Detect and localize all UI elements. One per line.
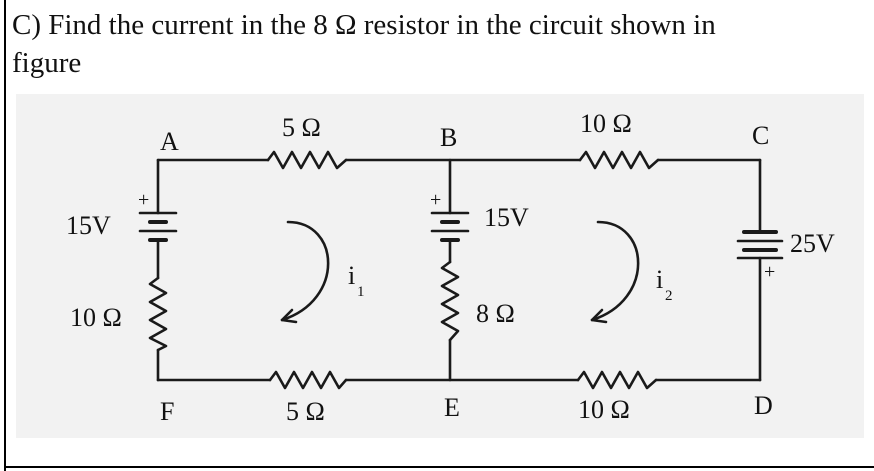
loop-arrow-i2-head (590, 308, 608, 324)
resistor-label-fe: 5 Ω (286, 397, 325, 426)
node-label-d: D (754, 391, 773, 420)
plus-sign-right: + (764, 261, 775, 283)
source-label-right: 25V (790, 229, 835, 258)
source-label-middle: 15V (484, 203, 529, 232)
content-frame (4, 0, 874, 471)
loop-label-i1-sub: 1 (357, 284, 365, 300)
node-label-e: E (444, 393, 460, 422)
resistor-label-ab: 5 Ω (282, 113, 321, 142)
source-label-left: 15V (66, 211, 111, 240)
plus-sign-middle: + (430, 189, 441, 211)
battery-right (736, 230, 784, 260)
circuit-figure: A B C D E F 5 Ω 10 Ω 10 Ω 5 Ω 8 Ω 10 Ω 1… (16, 94, 864, 438)
node-label-b: B (440, 123, 457, 152)
resistor-ed (576, 370, 658, 390)
resistor-label-bc: 10 Ω (580, 109, 632, 138)
node-label-c: C (752, 121, 769, 150)
bottom-divider (4, 466, 874, 468)
question-line-2: figure (12, 47, 82, 79)
question-line-1: C) Find the current in the 8 Ω resistor … (12, 9, 716, 41)
node-label-f: F (160, 397, 174, 426)
resistor-label-ed: 10 Ω (578, 395, 630, 424)
resistor-bc (578, 150, 660, 170)
battery-middle (430, 211, 470, 242)
question-text: C) Find the current in the 8 Ω resistor … (12, 6, 872, 82)
node-label-a: A (160, 127, 179, 156)
resistor-label-af: 10 Ω (70, 303, 122, 332)
loop-label-i2: i (656, 265, 663, 294)
resistor-af (148, 276, 168, 352)
loop-arrow-i1-head (280, 308, 298, 324)
resistor-fe (268, 370, 348, 390)
loop-arrow-i2 (590, 220, 640, 322)
battery-left (138, 211, 178, 242)
loop-arrow-i1 (280, 220, 330, 322)
plus-sign-left: + (138, 189, 149, 211)
loop-label-i1: i (348, 261, 355, 290)
loop-label-i2-sub: 2 (665, 288, 673, 304)
resistor-be (440, 260, 460, 342)
circuit-diagram: A B C D E F 5 Ω 10 Ω 10 Ω 5 Ω 8 Ω 10 Ω 1… (66, 109, 835, 426)
resistor-ab (266, 150, 348, 170)
resistor-label-be: 8 Ω (476, 299, 515, 328)
